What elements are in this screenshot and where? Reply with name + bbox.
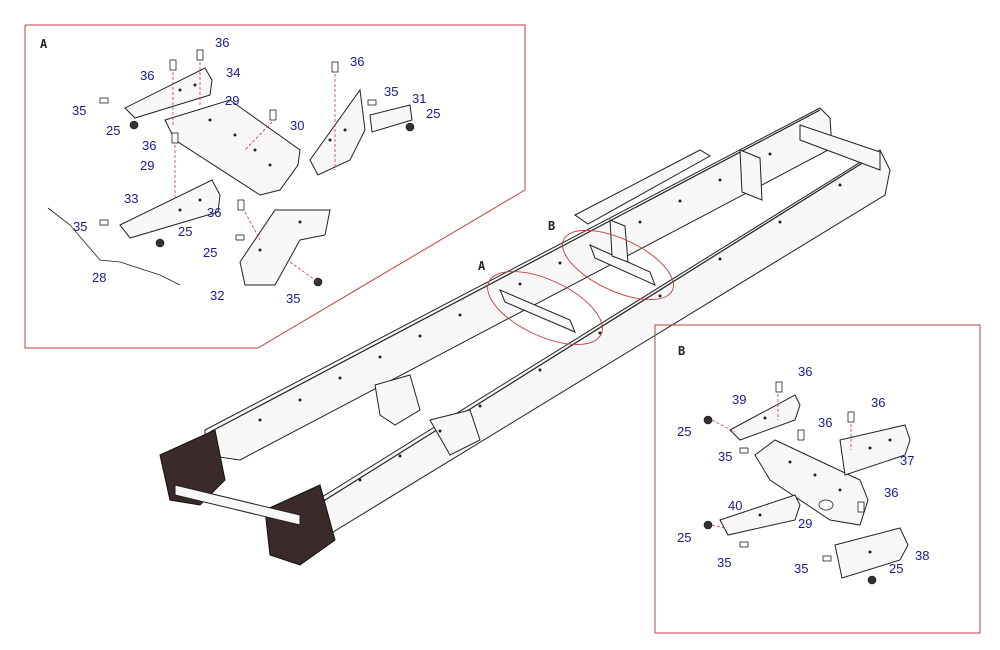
callout-b-36-mid: 36 [818, 415, 832, 430]
frame-marker-b: B [548, 219, 555, 233]
callout-a-36-right: 36 [350, 54, 364, 69]
part-37 [839, 424, 911, 476]
frame-highlight-b [562, 229, 674, 301]
callout-a-29-lower: 29 [140, 158, 154, 173]
callout-a-33: 33 [124, 191, 138, 206]
callout-a-35-right: 35 [384, 84, 398, 99]
callout-a-36-left: 36 [140, 68, 154, 83]
callout-a-35-upper: 35 [72, 103, 86, 118]
callout-b-38: 38 [915, 548, 929, 563]
detail-a-letter: A [40, 37, 48, 51]
frame-marker-a: A [478, 259, 486, 273]
chassis-frame [159, 107, 891, 566]
part-34 [124, 67, 213, 119]
callout-b-25-upper: 25 [677, 424, 691, 439]
callout-a-36-mid: 36 [142, 138, 156, 153]
part-29 [164, 99, 301, 196]
part-31 [309, 88, 366, 176]
callout-a-34: 34 [226, 65, 240, 80]
callout-b-35-upper: 35 [718, 449, 732, 464]
callout-b-40: 40 [728, 498, 742, 513]
callout-b-25-bottom: 25 [889, 561, 903, 576]
callout-b-29: 29 [798, 516, 812, 531]
detail-b-panel: B 36 39 36 36 2 [654, 324, 981, 634]
callout-b-36-top: 36 [798, 364, 812, 379]
callout-a-30: 30 [290, 118, 304, 133]
callout-a-25-lower: 25 [178, 224, 192, 239]
callout-a-28: 28 [92, 270, 106, 285]
detail-b-letter: B [678, 344, 685, 358]
part-29-b [754, 439, 869, 526]
callout-a-36-top: 36 [215, 35, 229, 50]
callout-b-35-lower: 35 [717, 555, 731, 570]
callout-a-35-bottom: 35 [286, 291, 300, 306]
part-38 [834, 527, 909, 579]
callout-b-36-lower: 36 [884, 485, 898, 500]
callout-a-32: 32 [210, 288, 224, 303]
callout-b-25-lower: 25 [677, 530, 691, 545]
callout-b-35-bottom: 35 [794, 561, 808, 576]
callout-a-36-lower: 36 [207, 205, 221, 220]
callout-b-36-right: 36 [871, 395, 885, 410]
part-33 [119, 179, 221, 239]
callout-a-35-lower: 35 [73, 219, 87, 234]
frame-highlight-a [487, 271, 603, 345]
detail-a-panel: A [24, 24, 526, 349]
callout-a-29-upper: 29 [225, 93, 239, 108]
callout-a-31: 31 [412, 91, 426, 106]
callout-a-25-bottom: 25 [203, 245, 217, 260]
part-32 [239, 209, 331, 286]
callout-b-37: 37 [900, 453, 914, 468]
callout-b-39: 39 [732, 392, 746, 407]
callout-a-25-right: 25 [426, 106, 440, 121]
callout-a-25-upper: 25 [106, 123, 120, 138]
